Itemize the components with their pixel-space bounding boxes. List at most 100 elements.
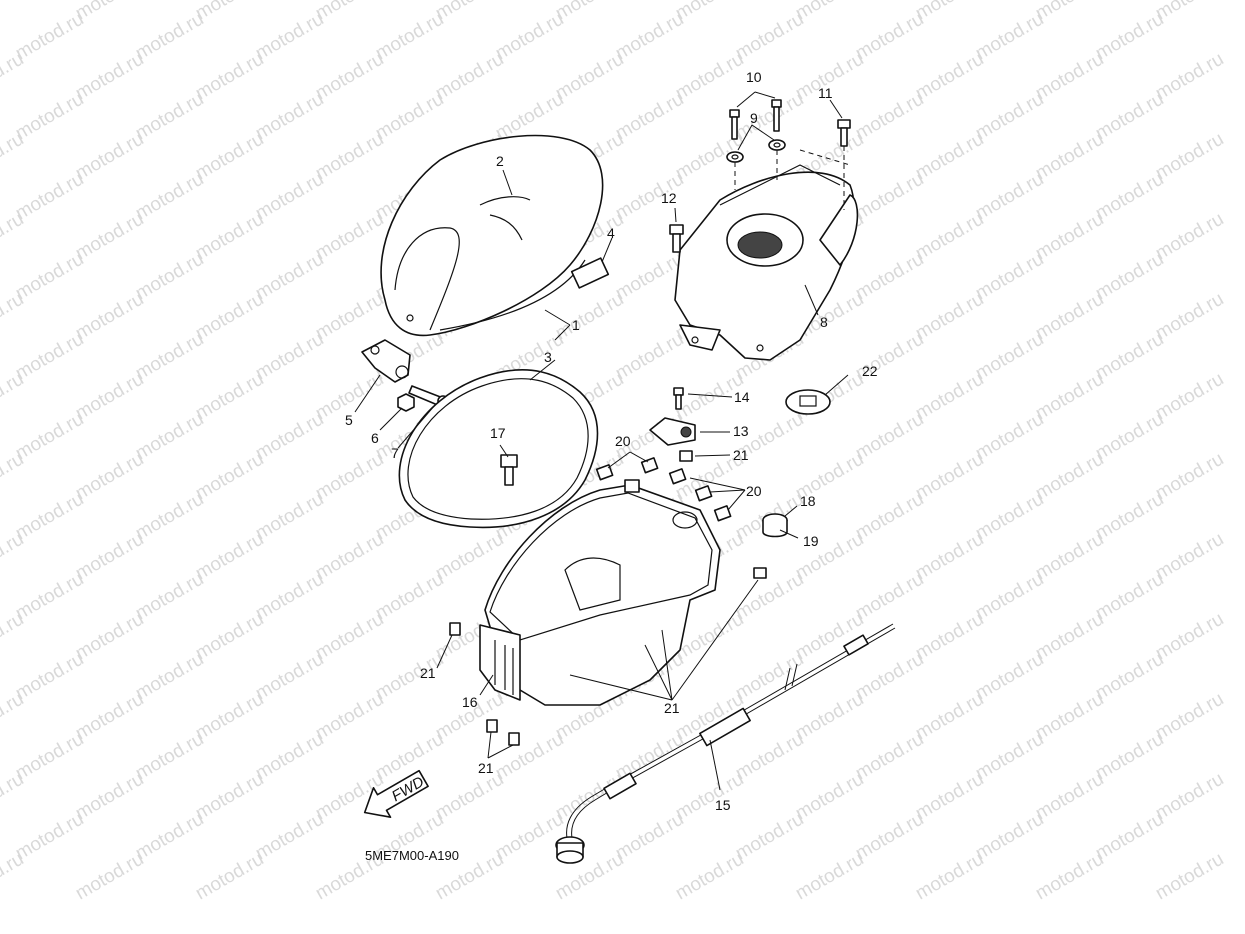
callout-5[interactable]: 5 (345, 412, 353, 428)
watermark-text: motod.ru (1152, 689, 1227, 745)
watermark-text: motod.ru (132, 409, 207, 465)
watermark-text: motod.ru (1152, 369, 1227, 425)
watermark-text: motod.ru (252, 169, 327, 225)
watermark-text: motod.ru (72, 449, 147, 505)
watermark-text: motod.ru (1092, 569, 1167, 625)
callout-8[interactable]: 8 (820, 314, 828, 330)
callout-12[interactable]: 12 (661, 190, 677, 206)
watermark-text: motod.ru (252, 649, 327, 705)
callout-21-left[interactable]: 21 (420, 665, 436, 681)
bolt-14-part[interactable] (673, 387, 684, 410)
watermark-text: motod.ru (1032, 209, 1107, 265)
watermark-text: motod.ru (192, 369, 267, 425)
watermark-text: motod.ru (1032, 689, 1107, 745)
watermark-text: motod.ru (1032, 449, 1107, 505)
watermark-text: motod.ru (972, 329, 1047, 385)
callouts: 1 2 3 4 5 6 7 8 9 10 11 12 13 14 15 16 1… (345, 69, 878, 813)
watermark-text: motod.ru (12, 169, 87, 225)
watermark-text: motod.ru (12, 89, 87, 145)
watermark-text: motod.ru (192, 129, 267, 185)
watermark-text: motod.ru (852, 89, 927, 145)
watermark-text: motod.ru (1092, 169, 1167, 225)
watermark-text: motod.ru (132, 249, 207, 305)
watermark-text: motod.ru (912, 689, 987, 745)
watermark-text: motod.ru (552, 769, 627, 825)
watermark-text: motod.ru (1092, 89, 1167, 145)
nut-part[interactable] (397, 393, 415, 412)
callout-4[interactable]: 4 (607, 225, 615, 241)
callout-20-top[interactable]: 20 (615, 433, 631, 449)
watermark-text: motod.ru (912, 369, 987, 425)
watermark-text: motod.ru (972, 409, 1047, 465)
watermark-text: motod.ru (1092, 489, 1167, 545)
callout-22[interactable]: 22 (862, 363, 878, 379)
leader-lines (354, 91, 849, 791)
watermark-text: motod.ru (1152, 129, 1227, 185)
callout-2[interactable]: 2 (496, 153, 504, 169)
callout-7[interactable]: 7 (391, 445, 399, 461)
watermark-text: motod.ru (792, 609, 867, 665)
nut-18-part[interactable] (762, 513, 788, 538)
callout-18[interactable]: 18 (800, 493, 816, 509)
watermark-text: motod.ru (252, 489, 327, 545)
callout-14[interactable]: 14 (734, 389, 750, 405)
callout-11[interactable]: 11 (818, 85, 833, 101)
watermark-text: motod.ru (132, 329, 207, 385)
watermark-text: motod.ru (1032, 849, 1107, 905)
cable-part[interactable] (555, 623, 896, 864)
watermark-text: motod.ru (732, 89, 807, 145)
bolt-17-part[interactable] (500, 454, 518, 486)
bolt-10-part[interactable] (729, 99, 782, 140)
seal-part[interactable] (398, 369, 599, 529)
watermark-text: motod.ru (312, 49, 387, 105)
callout-17[interactable]: 17 (490, 425, 506, 441)
watermark-text: motod.ru (432, 769, 507, 825)
watermark-text: motod.ru (72, 689, 147, 745)
watermark-text: motod.ru (972, 9, 1047, 65)
watermark-text: motod.ru (972, 169, 1047, 225)
bolt-12-part[interactable] (669, 224, 684, 253)
watermark-text: motod.ru (1032, 129, 1107, 185)
clip-set[interactable] (449, 450, 767, 746)
watermark-text: motod.ru (972, 569, 1047, 625)
watermark-text: motod.ru (852, 569, 927, 625)
watermark-text: motod.ru (672, 849, 747, 905)
label-part[interactable] (570, 257, 610, 289)
watermark-text: motod.ru (1152, 209, 1227, 265)
watermark-text: motod.ru (912, 289, 987, 345)
watermark-text: motod.ru (912, 49, 987, 105)
storage-box-part[interactable] (479, 479, 721, 706)
callout-10[interactable]: 10 (746, 69, 762, 85)
watermark-text: motod.ru (192, 289, 267, 345)
watermark-text: motod.ru (312, 609, 387, 665)
cover-part[interactable] (674, 164, 859, 361)
grommet-22-part[interactable] (785, 389, 831, 415)
callout-3[interactable]: 3 (544, 349, 552, 365)
watermark-text: motod.ru (132, 9, 207, 65)
callout-21-bottom-left[interactable]: 21 (478, 760, 494, 776)
callout-13[interactable]: 13 (733, 423, 749, 439)
watermark-text: motod.ru (252, 329, 327, 385)
watermark-text: motod.ru (612, 809, 687, 865)
callout-21-bottom-right[interactable]: 21 (664, 700, 680, 716)
watermark-text: motod.ru (192, 209, 267, 265)
callout-16[interactable]: 16 (462, 694, 478, 710)
watermark-text: motod.ru (1032, 609, 1107, 665)
seat-part[interactable] (380, 134, 604, 337)
watermark-text: motod.ru (12, 809, 87, 865)
callout-9[interactable]: 9 (750, 110, 758, 126)
callout-21-right[interactable]: 21 (733, 447, 749, 463)
watermark-text: motod.ru (12, 729, 87, 785)
callout-6[interactable]: 6 (371, 430, 379, 446)
watermark-text: motod.ru (732, 809, 807, 865)
callout-1[interactable]: 1 (572, 317, 580, 333)
bracket-13-part[interactable] (649, 417, 696, 446)
hinge-part[interactable] (361, 339, 411, 383)
callout-19[interactable]: 19 (803, 533, 819, 549)
watermark-text: motod.ru (1032, 49, 1107, 105)
watermark-text: motod.ru (912, 129, 987, 185)
callout-20-right[interactable]: 20 (746, 483, 762, 499)
watermark-text: motod.ru (612, 9, 687, 65)
callout-15[interactable]: 15 (715, 797, 731, 813)
watermark-text: motod.ru (132, 809, 207, 865)
